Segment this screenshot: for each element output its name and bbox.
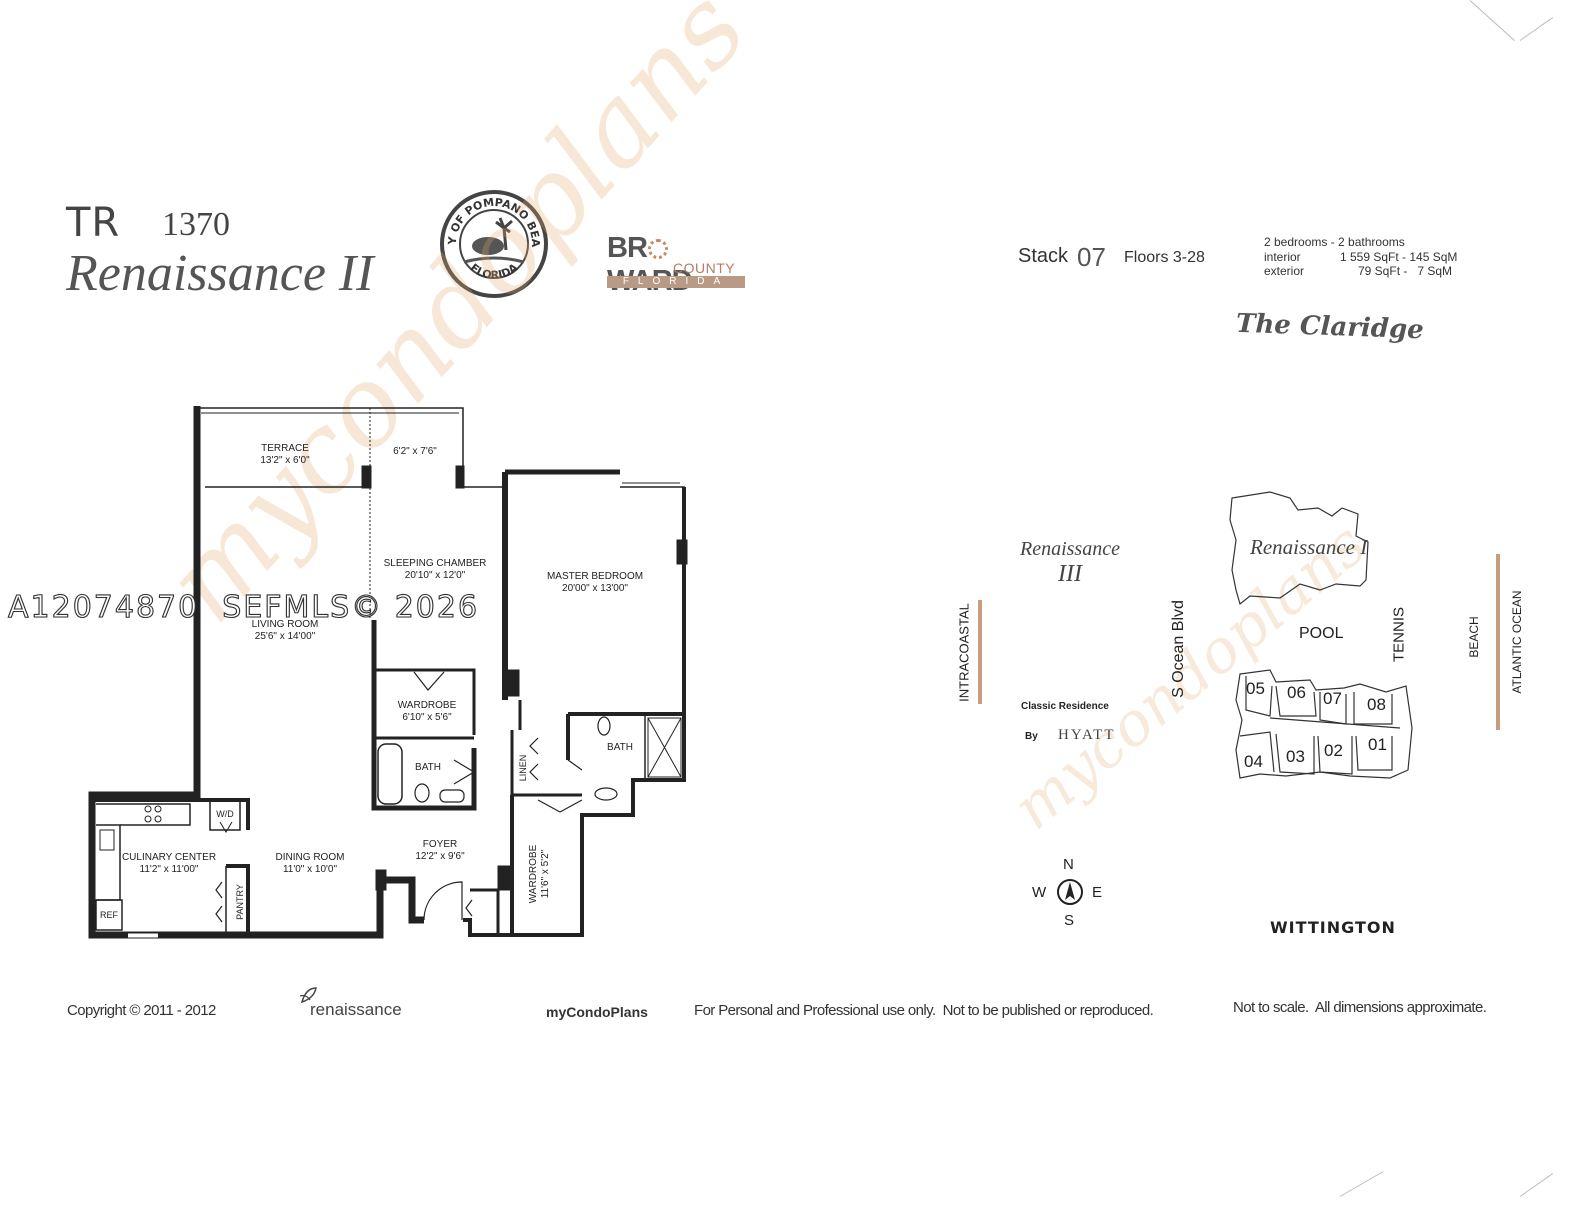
city-seal-logo: CITY OF POMPANO BEACH FLORIDA bbox=[438, 188, 548, 298]
unit-07: 07 bbox=[1323, 689, 1342, 708]
copyright: Copyright © 2011 - 2012 bbox=[67, 1002, 216, 1019]
compass-south: S bbox=[1064, 912, 1075, 929]
interior-label: interior bbox=[1264, 250, 1301, 264]
bath-2-label: BATH bbox=[607, 742, 633, 753]
svg-text:FLORIDA: FLORIDA bbox=[468, 261, 521, 282]
compass-north: N bbox=[1063, 856, 1074, 873]
interior-value: 1 559 SqFt - 145 SqM bbox=[1340, 250, 1458, 264]
scan-artifact bbox=[1469, 0, 1515, 42]
seal-bottom-text: FLORIDA bbox=[468, 261, 521, 282]
pool-label: POOL bbox=[1299, 625, 1344, 642]
renaissance-i-label: Renaissance I bbox=[1250, 535, 1368, 559]
hyatt-logo: HYATT bbox=[1058, 727, 1116, 743]
washer-dryer-label: W/D bbox=[216, 809, 234, 819]
bath-1-label: BATH bbox=[415, 762, 441, 773]
florida-band: FLORIDA bbox=[607, 276, 745, 288]
specs-line1: 2 bedrooms - 2 bathrooms bbox=[1264, 235, 1405, 249]
building-name: Renaissance II bbox=[66, 245, 374, 302]
unit-06: 06 bbox=[1287, 683, 1306, 702]
unit-01: 01 bbox=[1368, 735, 1387, 754]
atlantic-ocean-label: ATLANTIC OCEAN bbox=[1510, 590, 1524, 694]
compass-east: E bbox=[1092, 884, 1103, 901]
scan-artifact bbox=[1519, 1173, 1554, 1197]
mycondoplans-logo: myCondoPlans bbox=[546, 1004, 648, 1020]
wittington-label: WITTINGTON bbox=[1270, 918, 1396, 937]
exterior-value: 79 SqFt - 7 SqM bbox=[1358, 264, 1453, 278]
floors-range: Floors 3-28 bbox=[1124, 249, 1205, 266]
beach-label: BEACH bbox=[1467, 616, 1481, 658]
claridge-logo: The Claridge bbox=[1235, 308, 1425, 346]
unit-number: 1370 bbox=[162, 206, 230, 243]
exterior-label: exterior bbox=[1264, 264, 1305, 278]
floor-plan bbox=[88, 406, 688, 939]
scan-artifact bbox=[1339, 1171, 1384, 1197]
linen-label: LINEN bbox=[518, 754, 528, 782]
compass-west: W bbox=[1032, 884, 1047, 901]
broward-text-a: BR bbox=[607, 232, 648, 264]
pantry-label: PANTRY bbox=[235, 884, 245, 920]
ocean-blvd-label: S Ocean Blvd bbox=[1170, 600, 1187, 698]
unit-03: 03 bbox=[1286, 747, 1305, 766]
county-text: COUNTY bbox=[673, 260, 736, 276]
renaissance-footer-text: renaissance bbox=[310, 1000, 402, 1019]
renaissance-footer-logo: renaissance bbox=[298, 984, 402, 1019]
unit-code: TR bbox=[66, 200, 121, 246]
scan-artifact bbox=[1519, 17, 1554, 41]
scale-disclaimer: Not to scale. All dimensions approximate… bbox=[1233, 999, 1487, 1016]
stack-number: 07 bbox=[1077, 242, 1106, 272]
sun-icon bbox=[647, 239, 668, 259]
classic-residence-label: Classic Residence bbox=[1021, 701, 1109, 712]
usage-disclaimer: For Personal and Professional use only. … bbox=[694, 1002, 1154, 1019]
stack-label: Stack bbox=[1018, 245, 1069, 267]
refrigerator-label: REF bbox=[100, 910, 118, 920]
broward-county-logo: BRWARD COUNTY FLORIDA bbox=[607, 232, 747, 297]
unit-08: 08 bbox=[1367, 695, 1386, 714]
mls-watermark: A12074870 SEFMLS© 2026 bbox=[7, 589, 480, 625]
renaissance-leaf-icon bbox=[299, 987, 317, 1004]
by-label: By bbox=[1025, 731, 1038, 742]
unit-04: 04 bbox=[1244, 752, 1263, 771]
balcony-label: 6'2" x 7'6" bbox=[393, 446, 437, 457]
compass: N W E S bbox=[1030, 856, 1110, 929]
unit-02: 02 bbox=[1324, 741, 1343, 760]
site-plan bbox=[978, 491, 1500, 779]
compass-rose-icon bbox=[1057, 879, 1083, 905]
intracoastal-label: INTRACOASTAL bbox=[956, 603, 972, 702]
unit-05: 05 bbox=[1246, 679, 1265, 698]
tennis-label: TENNIS bbox=[1390, 607, 1408, 663]
